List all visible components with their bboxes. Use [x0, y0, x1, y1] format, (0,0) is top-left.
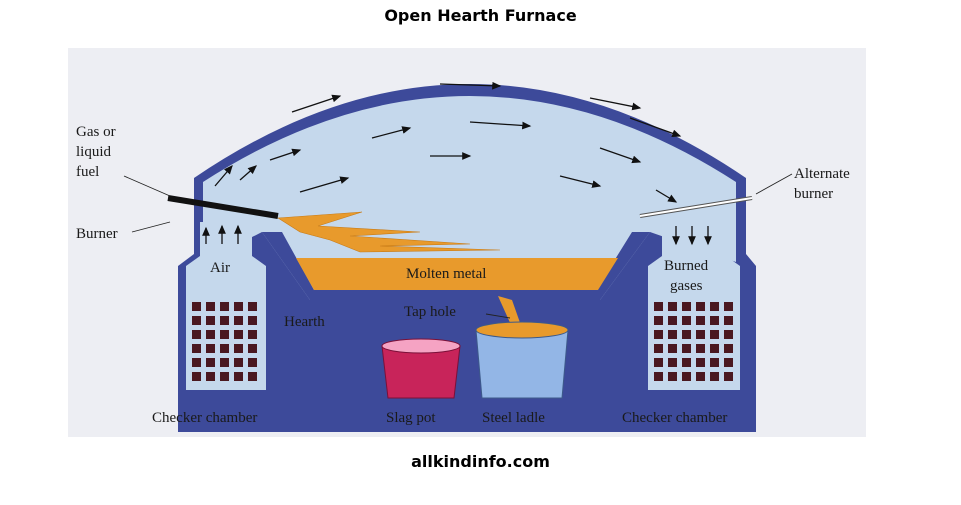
burner-flame: [277, 211, 501, 253]
slag-pot-label: Slag pot: [386, 410, 436, 426]
gas-flow-arrows: [202, 81, 712, 246]
checker-grid-right: [654, 302, 733, 381]
checker-grid-left: [192, 302, 257, 381]
steel-ladle: [475, 321, 569, 399]
burned-gases-label-line2: gases: [670, 278, 703, 294]
gas-fuel-label-line1: Gas or: [76, 124, 116, 140]
molten-metal-label: Molten metal: [406, 266, 486, 282]
hearth-label: Hearth: [284, 314, 325, 330]
gas-fuel-label-line3: fuel: [76, 164, 99, 180]
burner-label: Burner: [76, 226, 118, 242]
site-footer: allkindinfo.com: [411, 452, 550, 471]
gas-fuel-label-line2: liquid: [76, 144, 112, 160]
steel-ladle-label: Steel ladle: [482, 410, 545, 426]
leader-lines: [123, 173, 793, 319]
checker-chamber-right-label: Checker chamber: [622, 410, 727, 426]
alternate-burner-label-line2: burner: [794, 186, 833, 202]
alternate-burner-label-line1: Alternate: [794, 166, 850, 182]
page-title: Open Hearth Furnace: [384, 6, 577, 25]
molten-metal-pool: [296, 258, 618, 290]
burner-pipe: [167, 195, 279, 219]
checker-chamber-left-label: Checker chamber: [152, 410, 257, 426]
furnace-interior: [203, 96, 736, 300]
tap-hole-label: Tap hole: [404, 304, 456, 320]
burned-gases-label-line1: Burned: [664, 258, 709, 274]
slag-pot: [381, 338, 461, 399]
air-label: Air: [210, 260, 230, 276]
